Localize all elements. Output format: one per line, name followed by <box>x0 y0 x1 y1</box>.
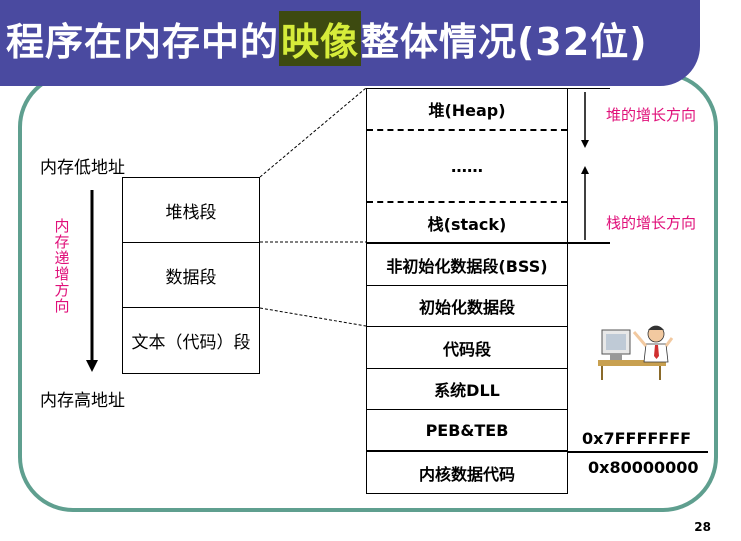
heap-growth-arrow <box>581 92 589 148</box>
person-computer-clipart <box>598 325 674 380</box>
ellipsis-cell: …… <box>367 131 567 203</box>
page-number: 28 <box>694 520 711 534</box>
kernel-cell: 内核数据代码 <box>418 464 515 484</box>
direction-label: 内 存 递 增 方 向 <box>52 218 72 314</box>
slide-title: 程序在内存中的映像整体情况(32位) <box>6 8 648 68</box>
logical-segment-box: 堆栈段 数据段 文本（代码）段 <box>122 177 260 374</box>
memory-direction-arrow <box>86 190 98 372</box>
dll-cell: 系统DLL <box>367 369 567 410</box>
kernel-base-address: 0x80000000 <box>588 458 699 477</box>
memory-map: 堆(Heap) …… 栈(stack) 非初始化数据段(BSS) 初始化数据段 … <box>366 88 568 494</box>
content-frame <box>18 72 718 512</box>
stack-growth-arrow <box>581 166 589 240</box>
data-cell: 初始化数据段 <box>367 286 567 327</box>
segment-stack: 堆栈段 <box>123 178 259 243</box>
kernel-boundary-line <box>568 451 708 453</box>
heap-cell: 堆(Heap) <box>367 89 567 131</box>
heap-growth-label: 堆的增长方向 <box>606 106 697 124</box>
code-cell: 代码段 <box>367 327 567 369</box>
direction-char: 增 <box>54 265 70 283</box>
direction-char: 递 <box>54 249 70 267</box>
segment-text: 文本（代码）段 <box>131 333 251 353</box>
direction-char: 方 <box>54 281 70 299</box>
direction-char: 存 <box>54 233 70 251</box>
bss-cell: 非初始化数据段(BSS) <box>367 244 567 286</box>
user-top-address: 0x7FFFFFFF <box>582 429 692 448</box>
title-part2: 整体情况(32位) <box>361 19 648 64</box>
direction-char: 内 <box>54 217 70 235</box>
title-highlight: 映像 <box>279 10 362 66</box>
high-address-label: 内存高地址 <box>40 391 125 411</box>
connector-top <box>259 87 367 178</box>
stack-boundary-line <box>568 242 610 244</box>
connector-bottom <box>259 307 367 327</box>
stack-growth-label: 栈的增长方向 <box>606 214 697 232</box>
low-address-label: 内存低地址 <box>40 158 125 178</box>
segment-data: 数据段 <box>123 243 259 308</box>
direction-char: 向 <box>54 297 70 315</box>
stack-cell: 栈(stack) <box>367 203 567 244</box>
heap-boundary-line <box>568 88 610 89</box>
title-part1: 程序在内存中的 <box>6 19 280 64</box>
peb-teb-cell: PEB&TEB <box>367 410 567 452</box>
